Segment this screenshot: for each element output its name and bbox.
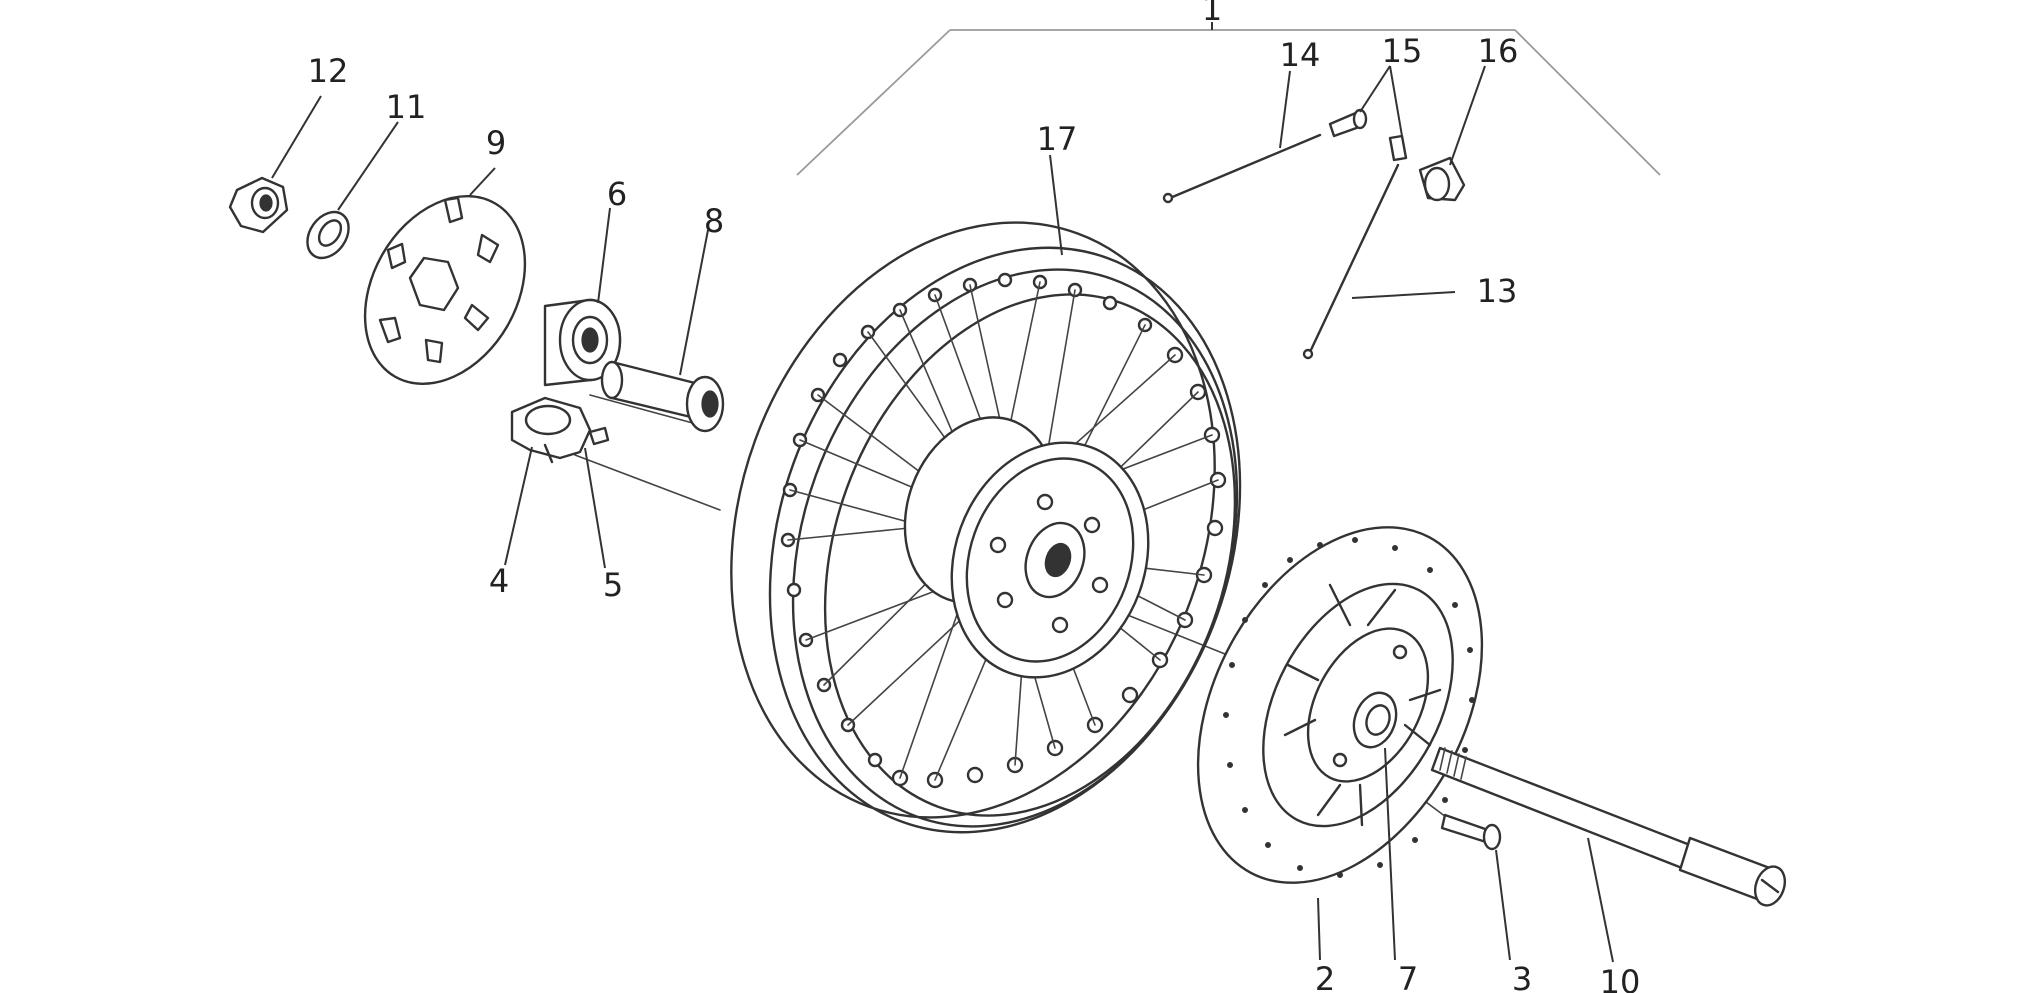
callout-16: 16: [1478, 32, 1519, 70]
bearing-part: [543, 298, 622, 387]
callout-10: 10: [1600, 963, 1641, 993]
leader-lines: [271, 65, 1614, 963]
spoke-nipple-part: [1328, 108, 1408, 162]
disc-bolt-part: [1440, 813, 1502, 851]
callout-4: 4: [489, 562, 509, 600]
callout-11: 11: [386, 88, 427, 126]
axle-nut-part: [228, 176, 289, 234]
callout-8: 8: [704, 202, 724, 240]
washer-part: [306, 210, 350, 260]
callout-17: 17: [1037, 120, 1078, 158]
callout-14: 14: [1280, 36, 1321, 74]
callout-12: 12: [308, 52, 349, 90]
rim-band-part: [1418, 156, 1466, 202]
axle-part: [1430, 746, 1787, 907]
rim-wheel-part: [730, 221, 1242, 834]
callout-5: 5: [603, 566, 623, 604]
drive-plate-part: [363, 195, 527, 385]
callout-1: 1: [1202, 0, 1222, 28]
callout-6: 6: [607, 175, 627, 213]
callout-3: 3: [1512, 960, 1532, 993]
callout-13: 13: [1477, 272, 1518, 310]
brake-disc-part: [1196, 526, 1484, 884]
callout-15: 15: [1382, 32, 1423, 70]
callout-7: 7: [1398, 960, 1418, 993]
spoke-short-part: [1162, 133, 1322, 204]
hub-nut-part: [1352, 691, 1398, 749]
spacer-part: [600, 360, 725, 433]
callout-labels: 1 12 11 9 6 8 4 5 17 14 15 16 13 2 7 3 1…: [308, 0, 1641, 993]
callout-2: 2: [1315, 960, 1335, 993]
spoke-long-part: [1302, 163, 1400, 360]
callout-9: 9: [486, 124, 506, 162]
assembly-bracket: [796, 22, 1661, 176]
bearing-housing-part: [510, 396, 610, 464]
